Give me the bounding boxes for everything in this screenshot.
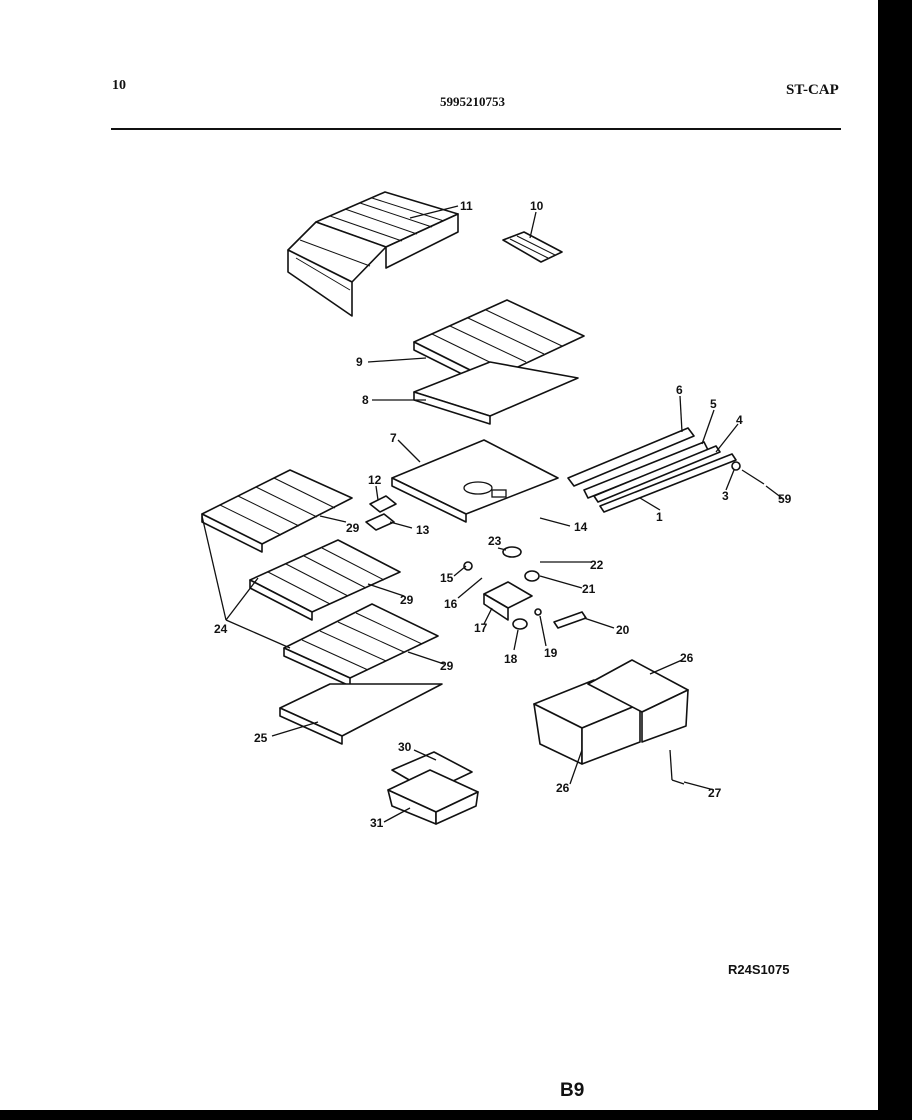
callout-30: 30 [398, 740, 412, 754]
callout-20: 20 [616, 623, 630, 637]
callout-16: 16 [444, 597, 458, 611]
part-11-freezer-shelf [287, 191, 459, 317]
callout-18: 18 [504, 652, 518, 666]
part-24-29-shelf-top [201, 469, 353, 553]
header-rule [111, 128, 841, 130]
part-27-rod [669, 749, 685, 785]
callout-labels: 11 10 9 8 7 6 5 4 1 3 59 12 13 14 23 22 … [214, 199, 792, 830]
callout-23: 23 [488, 534, 502, 548]
callout-17: 17 [474, 621, 488, 635]
leader-lines [201, 205, 783, 823]
callout-12: 12 [368, 473, 382, 487]
parts-1-4-5-6-rails [567, 427, 765, 513]
callout-3: 3 [722, 489, 729, 503]
scan-edge-right [878, 0, 912, 1120]
callout-22: 22 [590, 558, 604, 572]
part-24-29-shelf-bottom [283, 603, 439, 687]
sheet-id: B9 [560, 1080, 585, 1101]
callout-19: 19 [544, 646, 558, 660]
callout-21: 21 [582, 582, 596, 596]
part-10-grate [502, 231, 563, 263]
callout-26-upper: 26 [680, 651, 694, 665]
callout-8: 8 [362, 393, 369, 407]
parts-15-23-control-assembly [463, 546, 587, 630]
part-25-crisper-cover [279, 683, 443, 745]
drawing-reference-code: R24S1075 [728, 962, 790, 977]
callout-14: 14 [574, 520, 588, 534]
page-number: 10 [112, 78, 126, 93]
callout-9: 9 [356, 355, 363, 369]
part-30-31-meat-keeper [387, 751, 479, 825]
callout-1: 1 [656, 510, 663, 524]
part-26-crisper-drawers [533, 659, 689, 765]
callout-13: 13 [416, 523, 430, 537]
part-number: 5995210753 [440, 94, 505, 109]
callout-4: 4 [736, 413, 743, 427]
callout-29-middle: 29 [400, 593, 414, 607]
scan-edge-bottom [0, 1110, 912, 1120]
callout-31: 31 [370, 816, 384, 830]
callout-10: 10 [530, 199, 544, 213]
callout-29-bottom: 29 [440, 659, 454, 673]
callout-59: 59 [778, 492, 792, 506]
callout-27: 27 [708, 786, 722, 800]
part-8-shelf-frame [413, 361, 579, 425]
model-code: ST-CAP [786, 82, 839, 98]
part-24-29-shelf-middle [249, 539, 401, 621]
callout-6: 6 [676, 383, 683, 397]
part-7-panel [391, 439, 559, 523]
callout-11: 11 [460, 199, 473, 213]
callout-15: 15 [440, 571, 454, 585]
callout-7: 7 [390, 431, 397, 445]
callout-26-lower: 26 [556, 781, 570, 795]
drawing-sheet [0, 0, 888, 1120]
callout-29-top: 29 [346, 521, 360, 535]
callout-24: 24 [214, 622, 228, 636]
callout-25: 25 [254, 731, 268, 745]
exploded-parts-diagram: 11 10 9 8 7 6 5 4 1 3 59 12 13 14 23 22 … [201, 191, 792, 830]
callout-5: 5 [710, 397, 717, 411]
part-12-13-brackets [365, 495, 397, 531]
